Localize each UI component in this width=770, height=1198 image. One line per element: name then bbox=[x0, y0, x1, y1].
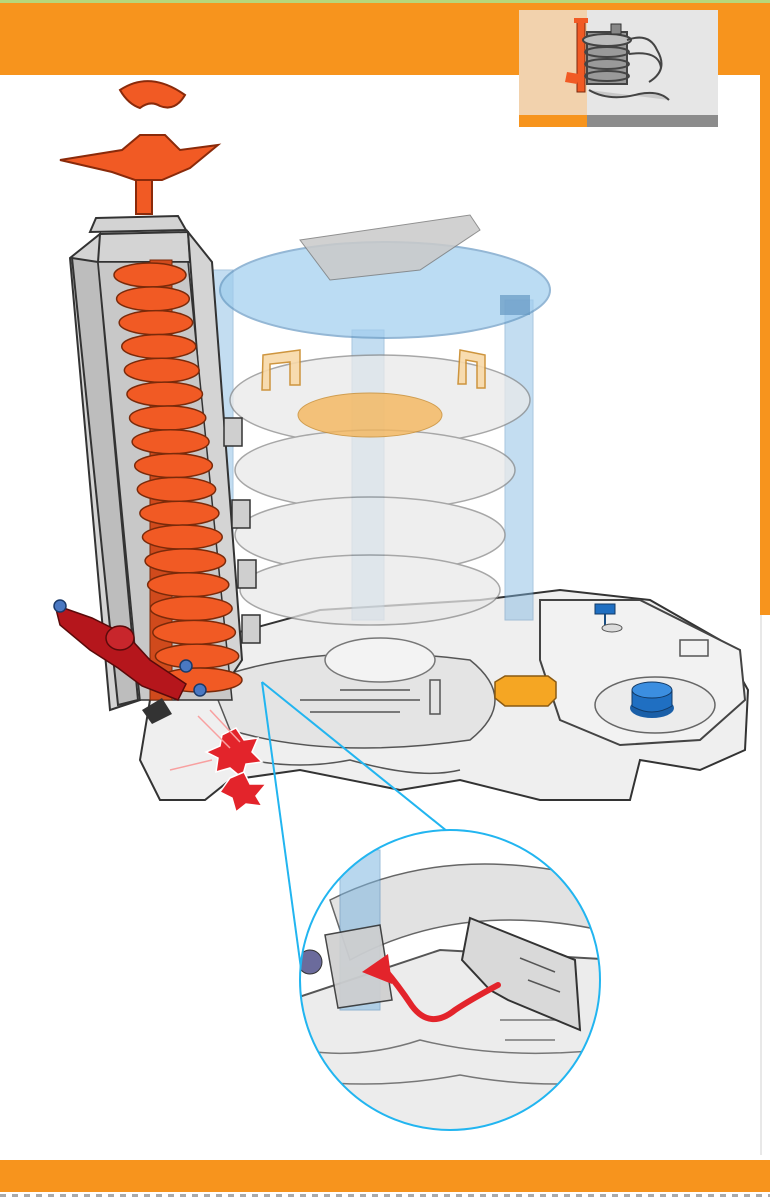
auger-flight bbox=[153, 620, 236, 644]
auger-flight bbox=[155, 644, 238, 668]
auger-flight bbox=[140, 501, 219, 525]
orange-topper bbox=[60, 81, 218, 232]
detail-magnifier bbox=[290, 830, 620, 1140]
blue-knob-icon bbox=[630, 682, 674, 718]
auger-flight bbox=[127, 382, 203, 406]
footer-dashed-rule bbox=[0, 1194, 770, 1197]
auger-flight bbox=[122, 334, 196, 358]
auger-flight bbox=[145, 549, 225, 573]
auger-flight bbox=[150, 597, 232, 621]
auger-flight bbox=[148, 573, 229, 597]
auger-flight bbox=[117, 287, 190, 311]
auger-flight bbox=[142, 525, 222, 549]
gold-turntable bbox=[298, 393, 442, 437]
auger-flight bbox=[124, 358, 199, 382]
footer-band bbox=[0, 1160, 770, 1192]
auger-flight bbox=[135, 454, 213, 478]
auger-flight bbox=[130, 406, 206, 430]
auger-flight bbox=[119, 311, 192, 335]
auger-flight bbox=[132, 430, 209, 454]
gold-chute bbox=[495, 676, 556, 706]
auger-flight bbox=[114, 263, 186, 287]
auger-flight bbox=[137, 477, 215, 501]
